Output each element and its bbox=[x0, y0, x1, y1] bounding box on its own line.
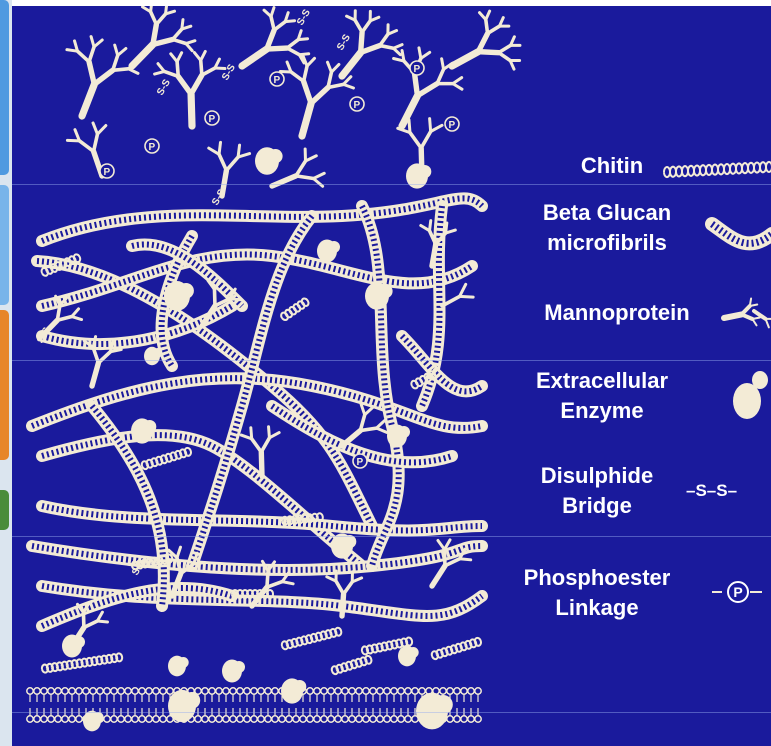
mannoprotein-branch bbox=[269, 427, 270, 438]
enzyme-blob-lobe bbox=[378, 284, 392, 298]
enzyme-blob-lobe bbox=[178, 657, 189, 668]
phospho-mark-letter: P bbox=[414, 64, 421, 75]
legend-enzyme-icon-lobe bbox=[752, 371, 768, 389]
scan-band-4 bbox=[12, 712, 771, 713]
mannoprotein-branch bbox=[201, 60, 202, 75]
mannoprotein-branch bbox=[230, 299, 241, 300]
mannoprotein-branch bbox=[261, 452, 262, 476]
scan-band-3 bbox=[12, 536, 771, 537]
strip-chip-blue-2 bbox=[0, 185, 9, 305]
mannoprotein-branch bbox=[360, 428, 376, 430]
mannoprotein-branch bbox=[430, 221, 431, 231]
mannoprotein-branch bbox=[177, 62, 178, 77]
mannoprotein-branch bbox=[478, 52, 498, 53]
mannoprotein-branch bbox=[219, 142, 220, 154]
cell-wall-diagram: S-SS-SS-SS-SS-SS-SS-SPPPPPPPP Chitin Bet… bbox=[12, 6, 771, 746]
mannoprotein-branch bbox=[414, 73, 417, 96]
enzyme-blob-lobe bbox=[143, 420, 156, 433]
mannoprotein-branch bbox=[432, 244, 436, 266]
legend-enzyme-label: Extracellular Enzyme bbox=[512, 366, 692, 426]
mannoprotein-branch bbox=[251, 428, 252, 439]
mannoprotein-branch bbox=[430, 119, 431, 132]
phospho-mark-letter: P bbox=[104, 167, 111, 178]
enzyme-blob-lobe bbox=[398, 426, 410, 438]
phosphoester-symbol-letter: P bbox=[727, 581, 749, 603]
enzyme-blob-lobe bbox=[328, 241, 340, 253]
phospho-mark-letter: P bbox=[274, 75, 281, 86]
mannoprotein-branch bbox=[460, 559, 471, 560]
legend-phosphoester-symbol: P bbox=[718, 577, 758, 607]
phospho-mark-letter: P bbox=[209, 114, 216, 125]
enzyme-blob-lobe bbox=[268, 149, 282, 163]
mannoprotein-branch bbox=[486, 20, 488, 34]
mannoprotein-branch bbox=[298, 39, 307, 40]
enzyme-blob-lobe bbox=[418, 165, 431, 178]
mannoprotein-branch bbox=[267, 571, 268, 587]
phospho-mark-letter: P bbox=[357, 457, 364, 468]
mannoprotein-branch bbox=[97, 621, 107, 622]
mannoprotein-branch bbox=[151, 6, 152, 12]
mannoprotein-branch bbox=[402, 51, 404, 62]
legend-beta-glucan-label: Beta Glucan microfibrils bbox=[512, 198, 702, 258]
strip-chip-green bbox=[0, 490, 9, 530]
scan-band-2 bbox=[12, 360, 771, 361]
mannoprotein-branch bbox=[460, 296, 474, 297]
phospho-mark-letter: P bbox=[149, 142, 156, 153]
scan-band-1 bbox=[12, 184, 771, 185]
enzyme-blob-lobe bbox=[408, 647, 419, 658]
mannoprotein-branch bbox=[285, 21, 294, 22]
phospho-mark-letter: P bbox=[449, 120, 456, 131]
legend-mannoprotein-label: Mannoprotein bbox=[507, 298, 727, 328]
legend-enzyme-icon bbox=[733, 383, 761, 419]
mannoprotein-branch bbox=[113, 69, 129, 71]
legend-chitin-label: Chitin bbox=[552, 151, 672, 181]
strip-chip-blue bbox=[0, 0, 9, 175]
mannoprotein-branch bbox=[215, 68, 225, 69]
enzyme-blob-lobe bbox=[153, 348, 163, 358]
strip-chip-orange bbox=[0, 310, 9, 460]
legend-disulphide-symbol: –S–S– bbox=[686, 476, 771, 506]
mannoprotein-branch bbox=[342, 594, 344, 616]
mannoprotein-branch bbox=[191, 94, 192, 126]
mannoprotein-branch bbox=[409, 120, 410, 133]
phospho-mark-letter: P bbox=[354, 100, 361, 111]
left-edge-strip bbox=[0, 0, 12, 746]
enzyme-blob-lobe bbox=[73, 636, 85, 648]
mannoprotein-branch bbox=[267, 48, 287, 49]
enzyme-blob-lobe bbox=[233, 661, 245, 673]
mannoprotein-branch bbox=[194, 563, 205, 564]
enzyme-blob-lobe bbox=[178, 283, 194, 299]
legend-disulphide-label: Disulphide Bridge bbox=[512, 461, 682, 521]
legend-phosphoester-label: Phosphoester Linkage bbox=[502, 563, 692, 623]
